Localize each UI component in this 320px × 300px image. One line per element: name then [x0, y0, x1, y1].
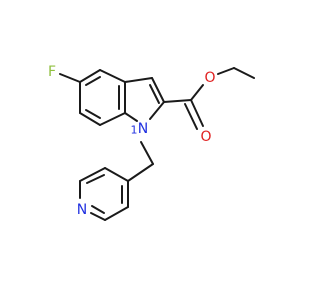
- bond-py-c5-c4: [104, 167, 129, 182]
- bond-c6-c7-inner: [85, 109, 101, 119]
- atom-labels: F N 1 O O N: [48, 64, 216, 218]
- bond-py-c6-c5-inner: [86, 174, 105, 184]
- bond-ch2-pyridine: [127, 163, 154, 182]
- bond-n1-ch2: [140, 141, 154, 165]
- bond-ccarbonyl-ocarbonyl: [190, 99, 204, 127]
- bond-c7-c7a: [99, 112, 126, 126]
- bond-n1-c7a: [124, 112, 138, 122]
- bond-py-c2-n: [90, 212, 106, 221]
- bond-c4-c5: [79, 69, 101, 83]
- bond-c4-c5-inner: [85, 76, 101, 86]
- bond-c6-c7: [79, 112, 101, 126]
- bond-c3-c2-inner: [149, 84, 160, 104]
- bond-lines: [59, 67, 255, 221]
- indole-nitrogen-locant: 1: [131, 124, 138, 137]
- pyridine-nitrogen-label: N: [77, 202, 87, 218]
- bond-c2-n1: [149, 101, 165, 120]
- bond-py-c3-c2: [104, 206, 129, 221]
- carbonyl-oxygen-label: O: [200, 129, 211, 145]
- bond-ch2-ch3: [233, 67, 255, 79]
- bond-c3a-c4: [99, 69, 126, 83]
- bond-c2-ccarbonyl: [163, 99, 192, 103]
- bond-c5-f: [59, 73, 81, 83]
- bond-py-c2-n-inner: [91, 205, 105, 214]
- bond-c3-c2: [151, 77, 165, 103]
- bond-ccarbonyl-oester: [190, 84, 204, 101]
- fluorine-label: F: [48, 64, 56, 80]
- bond-oester-ch2: [217, 67, 235, 75]
- bond-c3a-c3: [124, 77, 153, 83]
- bond-py-c6-c5: [79, 167, 106, 182]
- bond-ccarbonyl-ocarbonyl-second: [184, 103, 198, 130]
- indole-nitrogen-label: N: [138, 121, 148, 137]
- chemical-structure: F N 1 O O N: [48, 64, 255, 221]
- ester-oxygen-label: O: [204, 70, 215, 86]
